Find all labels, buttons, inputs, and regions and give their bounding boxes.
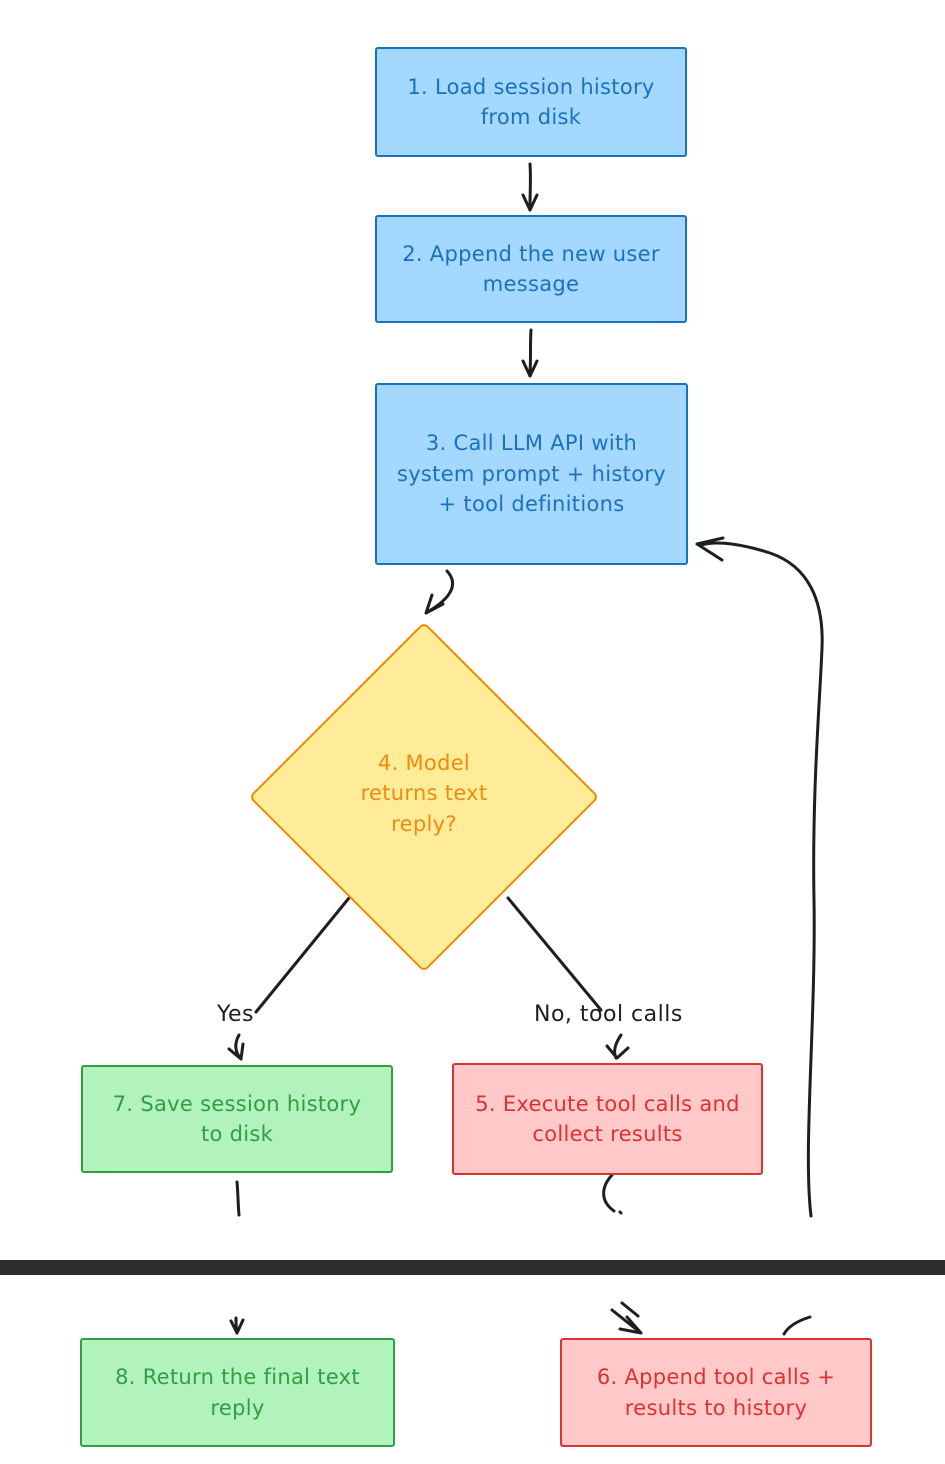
section-divider-bar <box>0 1260 945 1275</box>
node-step1-load-history: 1. Load session history from disk <box>375 47 687 157</box>
node-step1-label: 1. Load session history from disk <box>407 74 655 129</box>
arrow-yes-to-step7 <box>227 1033 245 1061</box>
node-step5-label: 5. Execute tool calls and collect result… <box>475 1091 740 1146</box>
node-step8-label: 8. Return the final text reply <box>115 1365 360 1420</box>
arrow-step2-to-step3 <box>521 328 539 378</box>
line-step7-to-step8-upper <box>235 1180 241 1217</box>
arrow-step5-to-step6-lower <box>610 1301 643 1335</box>
line-step6-loop-start <box>782 1315 812 1336</box>
node-step4-label: 4. Model returns text reply? <box>360 751 488 836</box>
node-step3-label: 3. Call LLM API with system prompt + his… <box>396 431 667 517</box>
arrow-step7-to-step8-lower <box>229 1316 245 1335</box>
node-step6-append-results: 6. Append tool calls + results to histor… <box>560 1338 872 1447</box>
node-step7-save-history: 7. Save session history to disk <box>81 1065 393 1173</box>
arrow-step1-to-step2 <box>521 162 539 212</box>
node-step8-return-reply: 8. Return the final text reply <box>80 1338 395 1447</box>
edge-label-yes: Yes <box>217 1002 255 1027</box>
node-step7-label: 7. Save session history to disk <box>112 1091 362 1146</box>
node-step2-label: 2. Append the new user message <box>402 241 660 296</box>
node-step5-execute-tools: 5. Execute tool calls and collect result… <box>452 1063 763 1175</box>
line-step4-no <box>506 896 603 1012</box>
line-step5-to-step6-upper <box>602 1173 623 1215</box>
arrow-no-to-step5 <box>605 1033 630 1060</box>
node-step3-call-llm-api: 3. Call LLM API with system prompt + his… <box>375 383 688 565</box>
node-step2-append-user-message: 2. Append the new user message <box>375 215 687 323</box>
line-step4-yes <box>254 896 351 1014</box>
edge-label-no-tool-calls: No, tool calls <box>534 1002 683 1027</box>
node-step6-label: 6. Append tool calls + results to histor… <box>596 1365 836 1420</box>
arrow-step3-to-step4 <box>424 569 454 615</box>
